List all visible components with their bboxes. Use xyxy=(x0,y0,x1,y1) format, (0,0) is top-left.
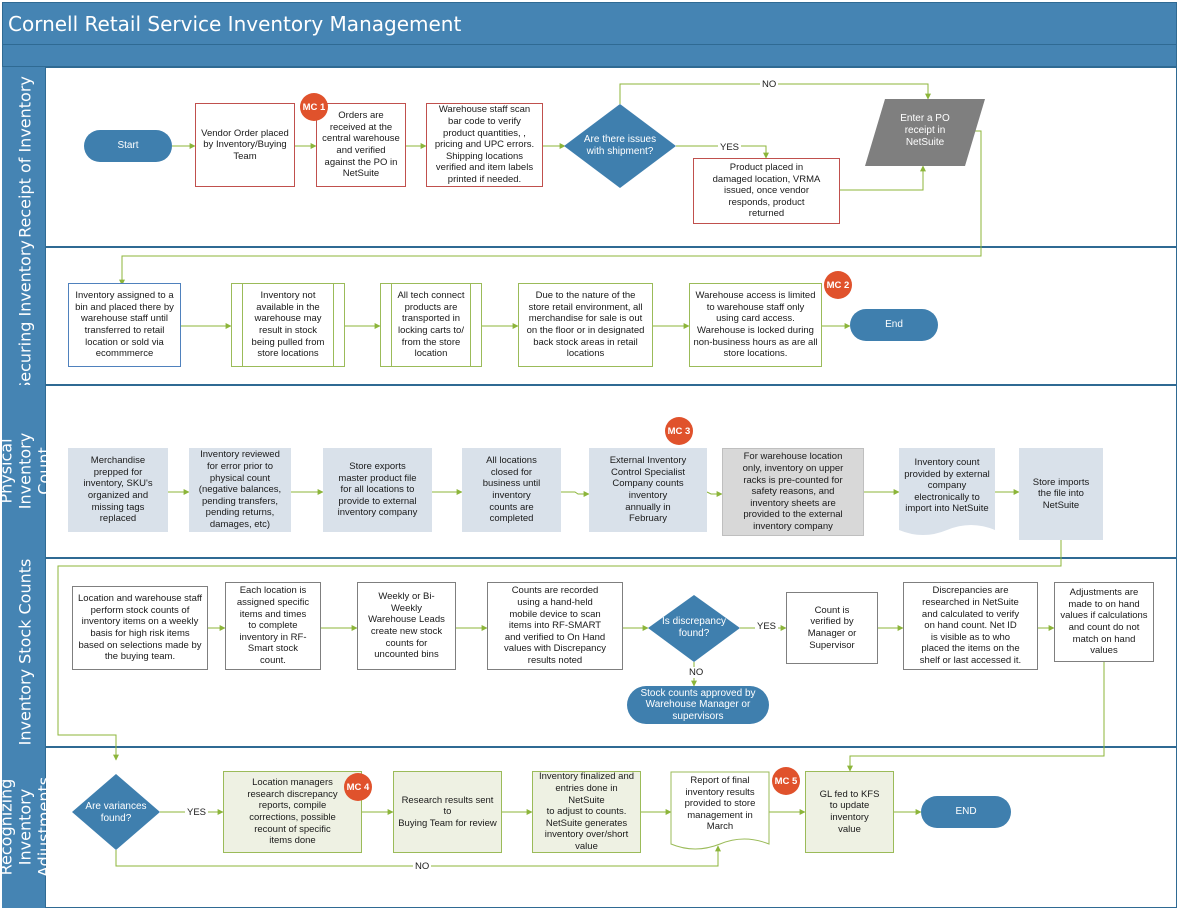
mc2-badge: MC 2 xyxy=(824,271,852,299)
orders-received-box: Orders are received at the central wareh… xyxy=(316,103,406,187)
mc5-badge: MC 5 xyxy=(772,767,800,795)
warehouse-access-box: Warehouse access is limited to warehouse… xyxy=(689,283,822,367)
lane-header-securing: Securing Inventory xyxy=(2,240,46,392)
variances-decision-shape xyxy=(72,774,160,850)
connector-imports-stock xyxy=(57,540,1062,761)
each-location-box: Each location is assigned specific items… xyxy=(225,582,321,670)
connector-po-securing xyxy=(119,130,982,286)
receipt-no-label: NO xyxy=(760,79,779,90)
connector-adjust-gl xyxy=(847,662,1105,772)
locations-closed-box: All locations closed for business until … xyxy=(462,448,561,532)
retail-env-box: Due to the nature of the store retail en… xyxy=(518,283,653,367)
count-verified-box: Count is verified by Manager or Supervis… xyxy=(786,592,878,664)
gl-fed-box: GL fed to KFS to update inventory value xyxy=(805,771,894,853)
store-exports-box: Store exports master product file for al… xyxy=(323,448,432,532)
tech-connect-box: All tech connect products are transporte… xyxy=(380,283,482,367)
reviewed-box: Inventory reviewed for error prior to ph… xyxy=(189,448,291,532)
weekly-leads-box: Weekly or Bi- Weekly Warehouse Leads cre… xyxy=(357,582,456,670)
count-provided-shape xyxy=(899,448,995,535)
merch-prepped-box: Merchandise prepped for inventory, SKU's… xyxy=(68,448,168,532)
title-bar: Cornell Retail Service Inventory Managem… xyxy=(2,2,1177,45)
enter-po-shape xyxy=(865,99,985,166)
stock-approved-terminator: Stock counts approved by Warehouse Manag… xyxy=(627,686,769,724)
finalized-box: Inventory finalized and entries done in … xyxy=(532,771,641,853)
adjustments-box: Adjustments are made to on hand values i… xyxy=(1054,582,1154,662)
connector-decision-yes xyxy=(676,145,769,159)
discrepancy-decision-text: Is discrepancy found? xyxy=(662,616,726,639)
warehouse-scan-box: Warehouse staff scan bar code to verify … xyxy=(426,103,543,187)
mc3-badge: MC 3 xyxy=(665,417,693,445)
end-terminator: End xyxy=(850,309,938,341)
recognizing-no-label: NO xyxy=(413,861,432,872)
mc4-badge: MC 4 xyxy=(344,773,372,801)
receipt-yes-label: YES xyxy=(718,142,742,153)
report-final-text: Report of final inventory results provid… xyxy=(684,775,756,833)
connector-closed-external xyxy=(561,491,590,497)
location-managers-box: Location managers research discrepancy r… xyxy=(223,771,362,853)
vendor-order-box: Vendor Order placed by Inventory/Buying … xyxy=(195,103,295,187)
recognizing-yes-label: YES xyxy=(185,807,209,818)
lane-header-physical: Physical Inventory Count xyxy=(0,385,54,558)
report-final-shape xyxy=(670,771,770,850)
discrepancies-researched-box: Discrepancies are researched in NetSuite… xyxy=(903,582,1038,670)
damaged-location-box: Product placed in damaged location, VRMA… xyxy=(693,158,840,224)
stock-yes-label: YES xyxy=(755,621,779,632)
stock-no-label: NO xyxy=(687,667,706,678)
warehouse-location-box: For warehouse location only, inventory o… xyxy=(722,448,864,536)
header-strip xyxy=(2,45,1177,67)
not-available-box: Inventory not available in the warehouse… xyxy=(231,283,345,367)
lane-header-receipt: Receipt of Inventory xyxy=(2,67,46,247)
assigned-box: Inventory assigned to a bin and placed t… xyxy=(68,283,181,367)
discrepancy-decision-shape xyxy=(648,595,740,662)
research-sent-box: Research results sent to Buying Team for… xyxy=(393,771,502,853)
issues-decision-shape xyxy=(564,104,676,188)
counts-recorded-box: Counts are recorded using a hand-held mo… xyxy=(487,582,623,670)
count-provided-text: Inventory count provided by external com… xyxy=(904,457,990,515)
lane-header-stock: Inventory Stock Counts xyxy=(2,558,46,747)
start-terminator: Start xyxy=(84,130,172,162)
issues-decision-text: Are there issues with shipment? xyxy=(583,134,657,157)
connector-damaged-po xyxy=(840,165,926,191)
mc1-badge: MC 1 xyxy=(300,93,328,121)
store-imports-box: Store imports the file into NetSuite xyxy=(1019,448,1103,540)
final-end-terminator: END xyxy=(921,796,1011,828)
external-specialist-box: External Inventory Control Specialist Co… xyxy=(589,448,707,532)
perform-counts-box: Location and warehouse staff perform sto… xyxy=(72,586,208,670)
enter-po-text: Enter a PO receipt in NetSuite xyxy=(900,113,950,148)
variances-decision-text: Are variances found? xyxy=(85,801,147,824)
connector-external-warehouse xyxy=(706,491,723,497)
lane-header-recognizing: Recognizing Inventory Adjustments xyxy=(0,747,54,908)
page-title: Cornell Retail Service Inventory Managem… xyxy=(8,12,462,36)
